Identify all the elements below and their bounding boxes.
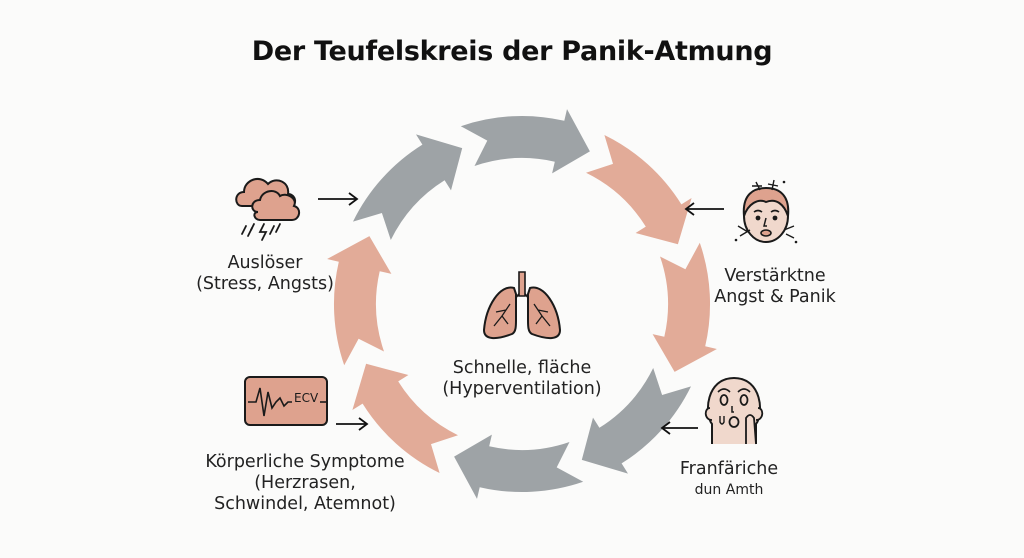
center-label: Schnelle, fläche (Hyperventilation) <box>422 358 622 400</box>
cycle-arrow-segment-7 <box>327 236 392 366</box>
arrow-to-cycle-symptoms <box>336 417 369 431</box>
cycle-arrow-segment-8 <box>353 134 463 240</box>
cycle-arrow-segment-6 <box>352 363 458 473</box>
symptoms-label-line1: Körperliche Symptome <box>205 452 405 472</box>
cycle-arrow-segment-3 <box>652 242 717 372</box>
breath-label: Franfäriche dun Amth <box>664 459 794 500</box>
diagram-title: Der Teufelskreis der Panik-Atmung <box>251 36 773 67</box>
anxious-face-icon <box>734 179 798 244</box>
storm-cloud-icon <box>235 177 300 241</box>
trigger-label-line1: Auslöser <box>227 253 303 273</box>
ecg-monitor-text: ECV <box>294 391 319 405</box>
arrow-to-cycle-fear <box>684 202 724 216</box>
ecg-wave-icon <box>248 387 326 417</box>
arrow-to-cycle-breath <box>660 421 698 435</box>
fear-label-line1: Verstärktne <box>724 266 826 286</box>
breath-label-line1: Franfäriche <box>679 459 779 479</box>
arrow-to-cycle-trigger <box>318 192 359 206</box>
cycle-arrow-segment-1 <box>460 109 590 174</box>
ecg-monitor-icon: ECV <box>244 376 328 426</box>
shocked-face-icon <box>704 376 764 445</box>
trigger-label-line2: (Stress, Angsts) <box>196 274 334 294</box>
fear-label-line2: Angst & Panik <box>714 287 836 307</box>
cycle-arrow-segment-4 <box>581 368 691 474</box>
fear-label: Verstärktne Angst & Panik <box>700 266 850 308</box>
center-label-line1: Schnelle, fläche <box>452 358 592 378</box>
symptoms-label: Körperliche Symptome (Herzrasen, Schwind… <box>190 452 420 515</box>
center-label-line2: (Hyperventilation) <box>442 379 602 399</box>
breath-label-line2: dun Amth <box>694 482 764 498</box>
symptoms-label-line2: (Herzrasen, <box>254 473 356 493</box>
trigger-label: Auslöser (Stress, Angsts) <box>180 253 350 295</box>
lungs-icon <box>482 271 562 340</box>
cycle-arrow-segment-2 <box>586 135 692 245</box>
symptoms-label-line3: Schwindel, Atemnot) <box>214 494 396 514</box>
cycle-arrow-segment-5 <box>454 434 584 499</box>
